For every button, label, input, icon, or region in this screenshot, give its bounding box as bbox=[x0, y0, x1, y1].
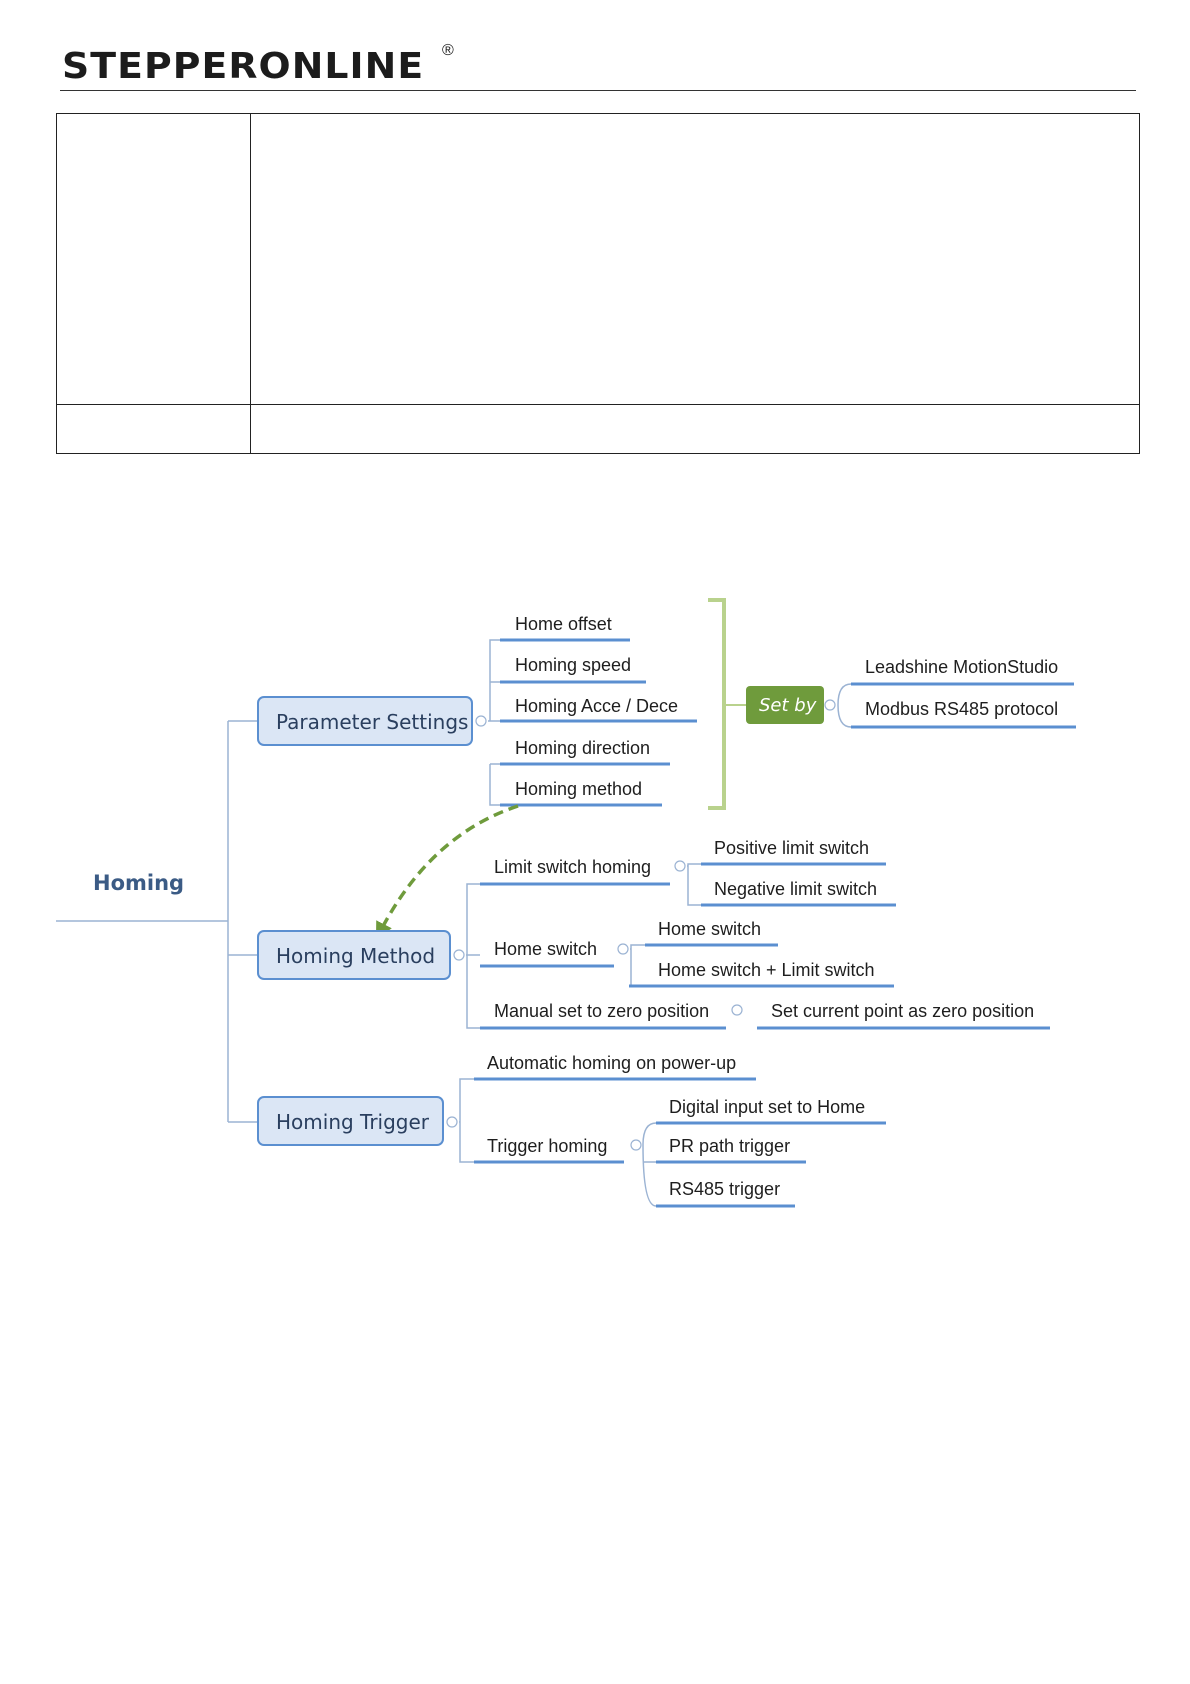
table-cell-label bbox=[56, 113, 251, 405]
table-row bbox=[56, 113, 1140, 405]
set-by-bracket bbox=[708, 598, 726, 810]
param-item: Home offset bbox=[515, 614, 612, 634]
trigger-connector bbox=[459, 1078, 474, 1163]
table-cell-content bbox=[250, 113, 1140, 405]
method-connector bbox=[466, 883, 480, 1029]
method-link-arrow bbox=[375, 804, 519, 940]
trigger-homing-connector bbox=[642, 1122, 657, 1207]
homing-trigger-box bbox=[257, 1096, 444, 1146]
param-item: Homing direction bbox=[515, 738, 650, 758]
collapse-icon[interactable] bbox=[475, 715, 487, 727]
home-switch-item: Home switch + Limit switch bbox=[658, 960, 875, 980]
table-row bbox=[56, 404, 1140, 454]
collapse-icon[interactable] bbox=[617, 943, 629, 955]
limit-item: Positive limit switch bbox=[714, 838, 869, 858]
collapse-icon[interactable] bbox=[674, 860, 686, 872]
param-item: Homing Acce / Dece bbox=[515, 696, 678, 716]
root-node-homing: Homing bbox=[93, 871, 184, 895]
collapse-icon[interactable] bbox=[446, 1116, 458, 1128]
limit-switch-homing: Limit switch homing bbox=[494, 857, 651, 877]
registered-mark: ® bbox=[442, 42, 454, 59]
collapse-icon[interactable] bbox=[824, 699, 836, 711]
spec-table bbox=[56, 113, 1140, 454]
homing-method-label: Homing Method bbox=[276, 944, 435, 968]
trigger-item: RS485 trigger bbox=[669, 1179, 780, 1199]
limit-connector bbox=[687, 863, 701, 906]
parameter-settings-box bbox=[257, 696, 473, 746]
table-cell-label bbox=[56, 404, 251, 454]
automatic-homing: Automatic homing on power-up bbox=[487, 1053, 736, 1073]
collapse-icon[interactable] bbox=[630, 1139, 642, 1151]
trigger-homing: Trigger homing bbox=[487, 1136, 607, 1156]
set-by-box bbox=[746, 686, 824, 724]
home-switch-item: Home switch bbox=[658, 919, 761, 939]
set-by-connector bbox=[837, 683, 852, 728]
homing-trigger-label: Homing Trigger bbox=[276, 1110, 430, 1134]
logo-text: STEPPERONLINE bbox=[62, 46, 425, 87]
param-item: Homing method bbox=[515, 779, 642, 799]
param-item: Homing speed bbox=[515, 655, 631, 675]
stepperonline-logo: STEPPERONLINE ® bbox=[62, 42, 462, 88]
home-switch-connector bbox=[629, 944, 645, 987]
manual-zero: Manual set to zero position bbox=[494, 1001, 709, 1021]
collapse-icon[interactable] bbox=[453, 949, 465, 961]
trigger-item: Digital input set to Home bbox=[669, 1097, 865, 1117]
set-by-item: Modbus RS485 protocol bbox=[865, 699, 1058, 719]
header-rule bbox=[60, 90, 1136, 91]
home-switch: Home switch bbox=[494, 939, 597, 959]
limit-item: Negative limit switch bbox=[714, 879, 877, 899]
table-cell-content bbox=[250, 404, 1140, 454]
set-by-label: Set by bbox=[759, 695, 817, 716]
set-by-item: Leadshine MotionStudio bbox=[865, 657, 1058, 677]
parameter-connector bbox=[488, 639, 500, 806]
manual-item: Set current point as zero position bbox=[771, 1001, 1034, 1021]
root-connector bbox=[227, 720, 258, 1123]
parameter-settings-label: Parameter Settings bbox=[276, 710, 468, 734]
homing-method-box bbox=[257, 930, 451, 980]
trigger-item: PR path trigger bbox=[669, 1136, 790, 1156]
collapse-icon[interactable] bbox=[731, 1004, 743, 1016]
